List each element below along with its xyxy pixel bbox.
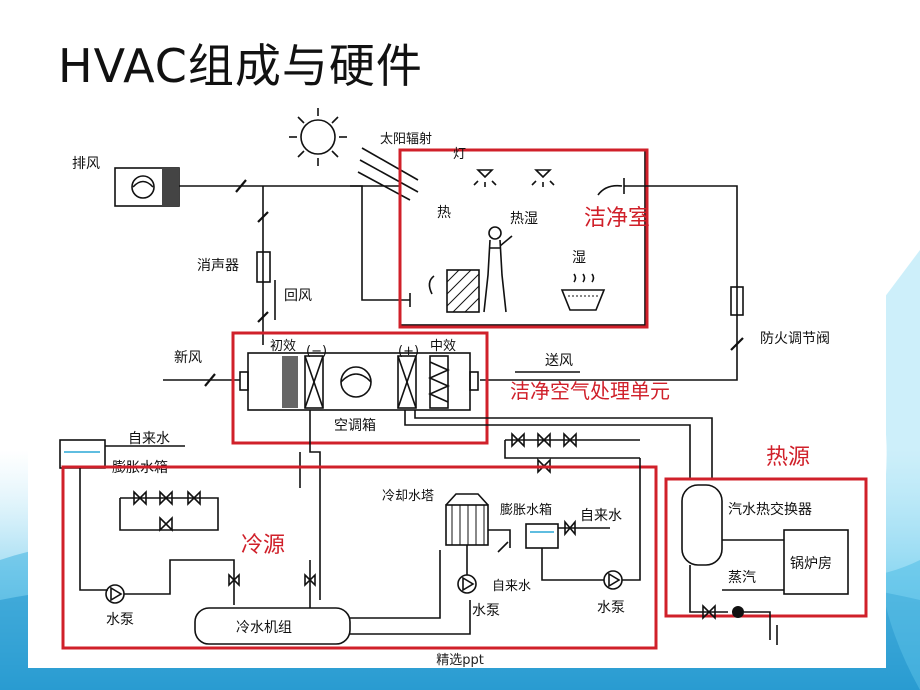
- hot-water-return: [414, 410, 713, 480]
- footer-text: 精选ppt: [436, 653, 484, 668]
- pump-2-label: 水泵: [472, 603, 500, 619]
- chiller-icon: [194, 607, 351, 645]
- muffler-icon: [256, 251, 271, 283]
- primary-filter-icon: [282, 356, 298, 408]
- fire-damper-icon: [730, 337, 744, 351]
- person-icon: [483, 226, 513, 313]
- steam-label: 蒸汽: [728, 570, 756, 586]
- muffler-label: 消声器: [197, 258, 239, 274]
- medium-filter-label: 中效: [430, 339, 456, 354]
- heat-source-highlight: [664, 477, 868, 618]
- boiler-room-box: [783, 529, 849, 595]
- heating-coil-icon: [397, 355, 417, 409]
- cooling-coil-icon: [304, 355, 324, 409]
- pump-3-label: 水泵: [597, 600, 625, 616]
- supply-air-label: 送风: [545, 353, 573, 369]
- ahu-fan-icon: [340, 366, 372, 398]
- heat-exchanger-label: 汽水热交换器: [728, 501, 812, 518]
- ahu-highlight: [231, 331, 489, 445]
- tap-water-1-label: 自来水: [128, 431, 170, 447]
- return-damper-icon: [257, 211, 269, 223]
- return-air-label: 回风: [284, 288, 312, 304]
- return-damper-2-icon: [257, 311, 269, 323]
- ahu-box-label: 空调箱: [334, 418, 376, 434]
- heat-humid-label: 热湿: [510, 211, 538, 227]
- humidifier-pot-icon: [560, 273, 606, 311]
- medium-filter-icon: [428, 355, 450, 409]
- cooling-tower-label: 冷却水塔: [382, 489, 434, 504]
- fresh-air-label: 新风: [174, 350, 202, 366]
- cold-source-label: 冷源: [241, 533, 285, 558]
- hot-water-supply: [404, 410, 691, 480]
- cooling-tower-icon: [445, 493, 489, 546]
- trap-icon: [732, 606, 744, 618]
- heat-label: 热: [437, 205, 451, 221]
- lamp-label: 灯: [453, 147, 466, 162]
- fire-damper-box-icon: [730, 286, 744, 316]
- humid-label: 湿: [572, 250, 586, 266]
- sun-icon: [289, 108, 347, 166]
- solar-label: 太阳辐射: [380, 131, 432, 147]
- exhaust-label: 排风: [72, 156, 100, 172]
- ahu-region-label: 洁净空气处理单元: [510, 379, 670, 403]
- clean-room-highlight: [398, 148, 649, 329]
- chilled-water-line: [309, 410, 321, 600]
- heat-exchanger-icon: [681, 484, 723, 566]
- cold-valves-icon: [133, 490, 201, 532]
- supply-arrow-icon: [597, 184, 623, 196]
- primary-filter-label: 初效: [270, 339, 296, 354]
- clean-room-label: 洁净室: [584, 206, 650, 231]
- exhaust-damper-icon: [235, 179, 247, 193]
- tap-water-2-label: 自来水: [492, 579, 531, 594]
- heat-source-box-icon: [446, 269, 480, 313]
- heat-source-label: 热源: [766, 445, 810, 470]
- chiller-label: 冷水机组: [236, 620, 292, 636]
- supply-duct: [480, 185, 738, 381]
- diagram-panel: [28, 100, 886, 668]
- fresh-air-damper-icon: [204, 373, 216, 387]
- expansion-tank-2-label: 膨胀水箱: [500, 502, 552, 518]
- room-return-duct: [350, 185, 410, 301]
- fire-damper-label: 防火调节阀: [760, 331, 830, 347]
- pump-1-label: 水泵: [106, 612, 134, 628]
- cold-source-highlight: [61, 465, 658, 650]
- exhaust-fan: [114, 167, 180, 207]
- tap-water-3-label: 自来水: [580, 508, 622, 524]
- boiler-room-label: 锅炉房: [790, 556, 832, 572]
- pump-2-icon: [457, 574, 477, 594]
- page-title: HVAC组成与硬件: [58, 39, 423, 93]
- lamp-icon: [473, 169, 555, 187]
